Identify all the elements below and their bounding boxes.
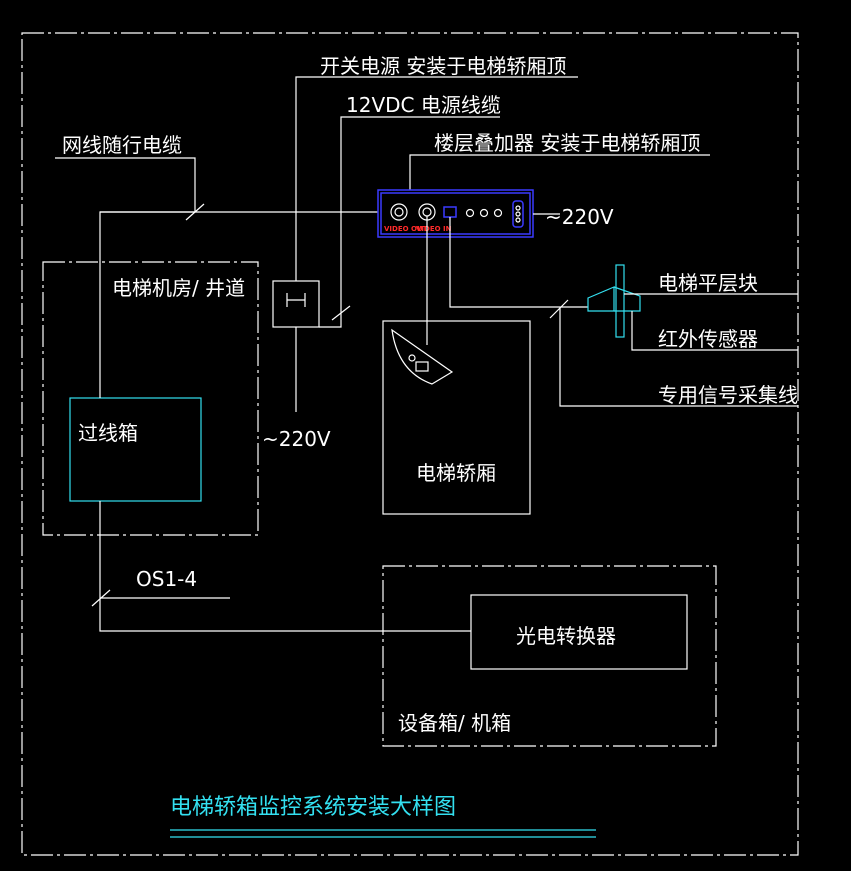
signal-line-label: 专用信号采集线 [658, 383, 798, 407]
video-out-port-icon [390, 203, 408, 221]
dc-cable-label: 12VDC 电源线缆 [346, 93, 501, 117]
network-cable-label: 网线随行电缆 [62, 133, 182, 157]
signal-line-leader [559, 307, 798, 407]
ac-right-label: ~220V [545, 205, 614, 229]
machine-room-box [42, 261, 259, 536]
junction-box [69, 397, 202, 502]
fiber-cable-line [99, 501, 471, 632]
power-supply-symbol [286, 293, 306, 307]
ir-sensor-leader [631, 311, 798, 351]
dc-cable-leader [319, 116, 500, 328]
led-icon [493, 208, 503, 218]
leveling-block-icon [615, 264, 625, 338]
equipment-cabinet-label: 设备箱/ 机箱 [398, 711, 511, 735]
junction-box-label: 过线箱 [78, 421, 138, 445]
ir-sensor-label: 红外传感器 [658, 327, 758, 351]
dc-cable-tick [331, 305, 351, 321]
switch-power-supply [272, 280, 320, 328]
ac-left-label: ~220V [262, 427, 331, 451]
fiber-cable-label: OS1-4 [136, 567, 197, 591]
signal-line-tick [549, 299, 569, 319]
optical-converter [470, 594, 688, 670]
camera-icon [391, 328, 454, 385]
video-in-label: VIDEO IN [416, 225, 452, 233]
led-icon [465, 208, 475, 218]
machine-room-label: 电梯机房/ 井道 [112, 276, 245, 300]
drawing-border [21, 32, 799, 856]
video-out-label: VIDEO OUT [384, 225, 428, 233]
led-icon [479, 208, 489, 218]
diagram-title: 电梯轿箱监控系统安装大样图 [170, 795, 456, 820]
leveling-block-label: 电梯平层块 [658, 271, 758, 295]
ir-sensor-icon [587, 286, 615, 312]
switch-power-label: 开关电源 安装于电梯轿厢顶 [320, 54, 566, 78]
equipment-cabinet-box [382, 565, 717, 747]
port-square-icon [443, 206, 457, 218]
elevator-car [382, 320, 531, 515]
signal-line [449, 217, 588, 308]
floor-overlay-inner [380, 192, 531, 235]
floor-overlay-leader [409, 154, 710, 190]
switch-power-leader [295, 76, 578, 281]
floor-overlay-label: 楼层叠加器 安装于电梯轿厢顶 [434, 131, 700, 155]
connector-icon [512, 200, 524, 228]
optical-converter-label: 光电转换器 [516, 624, 616, 648]
elevator-car-label: 电梯轿厢 [416, 461, 496, 485]
